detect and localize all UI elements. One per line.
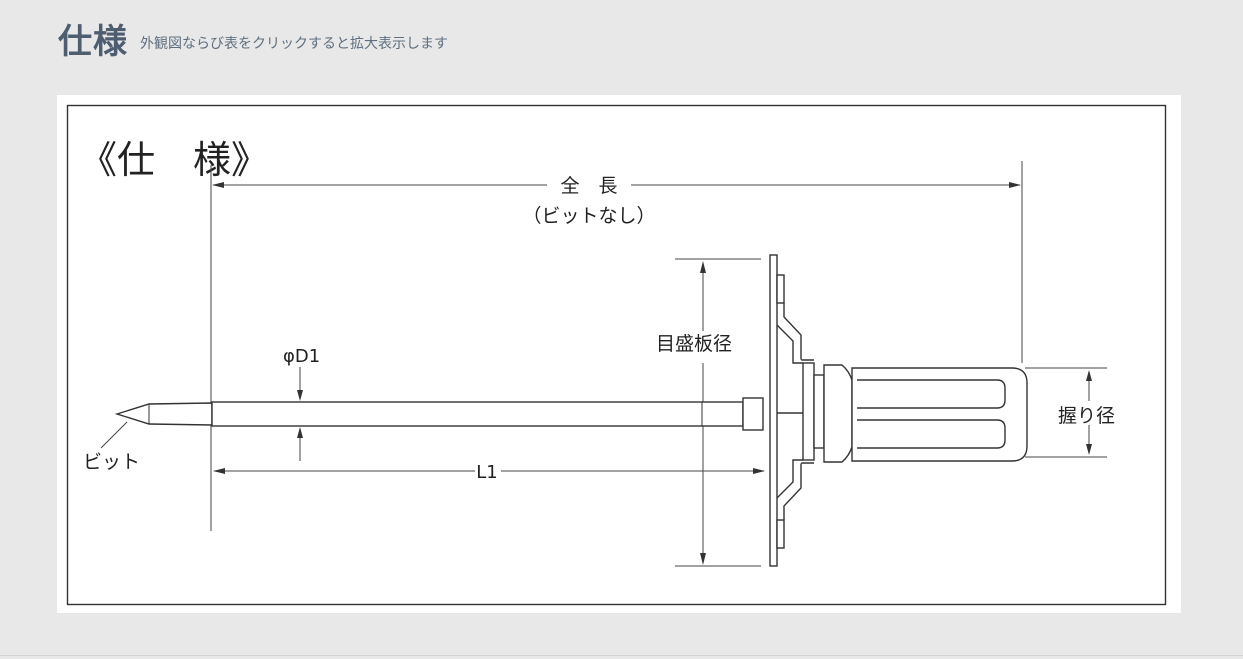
shaft [211, 401, 744, 427]
dial-plate [769, 254, 815, 567]
divider [0, 655, 1243, 656]
grip-diameter-label: 握り径 [1058, 405, 1115, 427]
shaft-diameter-label: φD1 [283, 346, 320, 367]
total-length-label: 全 長 [560, 175, 617, 197]
total-length-dimension [212, 182, 1021, 188]
total-length-note: （ビットなし） [522, 205, 655, 227]
diagram-heading: 《仕 様》 [79, 138, 269, 182]
dial-diameter-dimension [675, 258, 761, 567]
bit-leader-line [100, 421, 128, 449]
shaft-collar [742, 397, 764, 431]
section-title: 仕様 [58, 22, 128, 62]
section-subtitle: 外観図ならび表をクリックすると拡大表示します [140, 36, 448, 52]
spec-diagram: 《仕 様》 全 長 （ビットなし） 目盛板径 ビット [66, 104, 1167, 606]
spec-diagram-image[interactable]: 《仕 様》 全 長 （ビットなし） 目盛板径 ビット [57, 95, 1181, 613]
shaft-length-dimension [213, 468, 765, 474]
shaft-length-label: L1 [476, 462, 497, 483]
diagram-frame [66, 104, 1167, 606]
dial-diameter-label: 目盛板径 [656, 333, 732, 355]
shaft-diameter-dimension [297, 367, 303, 461]
bit-tip [114, 402, 213, 426]
section-header: 仕様 外観図ならび表をクリックすると拡大表示します [58, 22, 448, 62]
bit-label: ビット [83, 451, 140, 473]
grip-handle [813, 364, 1028, 463]
grip-diameter-dimension [1025, 367, 1107, 458]
